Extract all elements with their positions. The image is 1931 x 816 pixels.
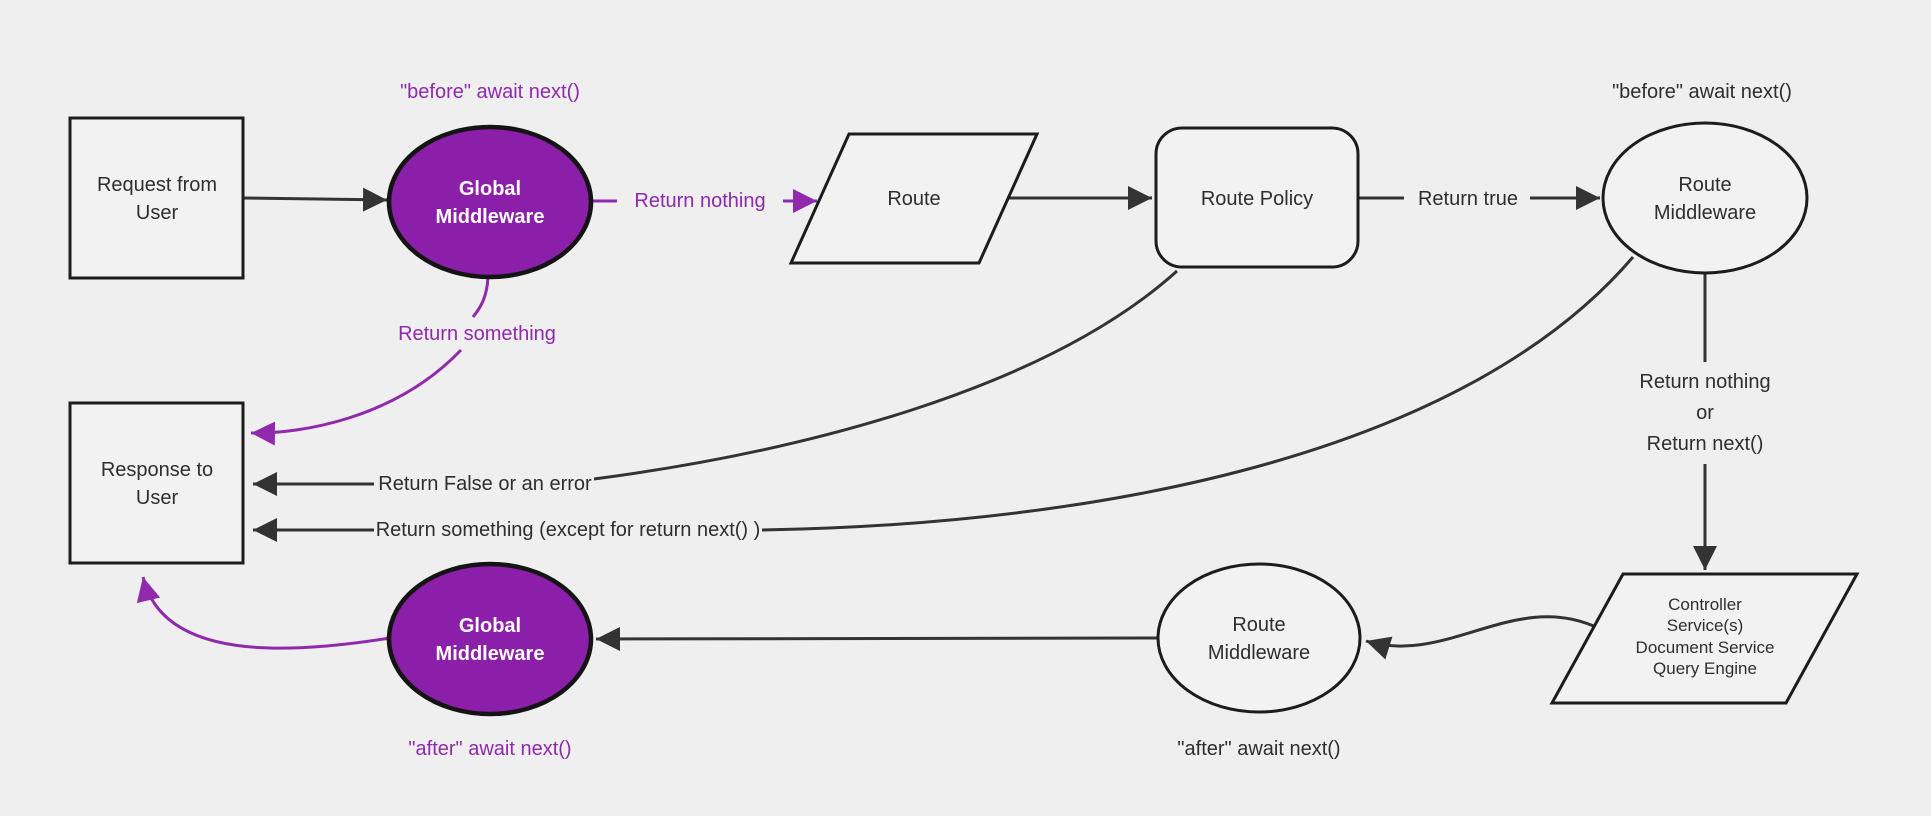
label-return-nothing-or-line-2: or <box>1696 402 1714 424</box>
label-return-true: Return true <box>1418 188 1518 210</box>
node-controller-label-line-2: Service(s) <box>1667 616 1744 635</box>
node-route-label: Route <box>887 188 940 210</box>
label-return-nothing-or-line-3: Return next() <box>1647 433 1764 455</box>
node-route-policy <box>1154 126 1360 269</box>
edge-route-middleware-to-global-middleware <box>595 626 1159 651</box>
label-return-nothing: Return nothing <box>634 190 765 212</box>
node-response-label-line-1: Response to <box>101 459 213 481</box>
label-return-nothing-or-line-1: Return nothing <box>1639 371 1770 393</box>
node-route-middleware-bottom <box>1156 562 1362 714</box>
node-controller-label-line-1: Controller <box>1668 595 1742 614</box>
node-route-middleware-top <box>1601 121 1809 275</box>
node-controller-services <box>1549 572 1860 705</box>
node-route <box>788 132 1040 265</box>
node-response-to-user <box>68 401 245 565</box>
label-return-something: Return something <box>398 323 556 345</box>
label-after-await-next-global: "after" await next() <box>408 738 571 760</box>
label-return-something-except: Return something (except for return next… <box>376 519 761 541</box>
node-route-middleware-bottom-label-line-2: Middleware <box>1208 642 1310 664</box>
node-global-middleware-top-label-line-2: Middleware <box>436 206 545 228</box>
node-route-policy-label: Route Policy <box>1201 188 1313 210</box>
edge-return-false-segment-curve <box>593 269 1179 481</box>
node-request-label-line-2: User <box>136 202 179 224</box>
edge-global-bottom-to-response <box>136 576 391 650</box>
edge-controller-to-route-middleware-bottom <box>1365 615 1599 660</box>
node-global-middleware-top <box>386 124 594 280</box>
edge-request-to-global-middleware <box>242 187 388 212</box>
node-global-middleware-top-label-line-1: Global <box>459 178 521 200</box>
node-global-middleware-bottom-label-line-1: Global <box>459 615 521 637</box>
label-before-await-next-route: "before" await next() <box>1612 81 1792 103</box>
edge-return-something-segment-1 <box>471 276 490 318</box>
edge-labels: "before" await next() Return nothing Ret… <box>376 81 1792 760</box>
node-response-label-line-2: User <box>136 487 179 509</box>
label-before-await-next-global: "before" await next() <box>400 81 580 103</box>
node-request-from-user <box>68 116 245 280</box>
node-route-middleware-bottom-label-line-1: Route <box>1232 614 1285 636</box>
node-global-middleware-bottom <box>386 561 594 717</box>
node-route-middleware-top-label-line-2: Middleware <box>1654 202 1756 224</box>
edges <box>136 186 1717 660</box>
nodes: Request from User Global Middleware Rout… <box>68 116 1860 717</box>
edge-return-except-segment-curve <box>761 256 1635 532</box>
edge-return-something-segment-2 <box>250 348 463 446</box>
node-controller-label-line-3: Document Service <box>1636 638 1775 657</box>
node-controller-label-line-4: Query Engine <box>1653 659 1757 678</box>
node-request-label-line-1: Request from <box>97 174 217 196</box>
label-after-await-next-route: "after" await next() <box>1177 738 1340 760</box>
node-global-middleware-bottom-label-line-2: Middleware <box>436 643 545 665</box>
node-route-middleware-top-label-line-1: Route <box>1678 174 1731 196</box>
label-return-false-or-error: Return False or an error <box>378 473 592 495</box>
